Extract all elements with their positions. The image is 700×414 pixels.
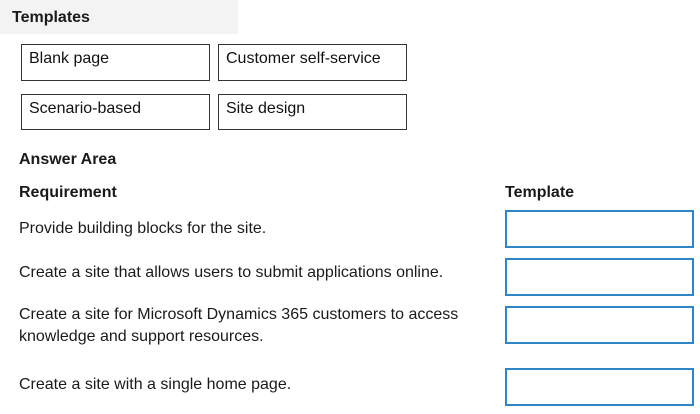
template-scenario-based[interactable]: Scenario-based: [21, 94, 210, 130]
requirement-row-4: Create a site with a single home page.: [19, 376, 292, 393]
requirement-row-2: Create a site that allows users to submi…: [19, 264, 444, 281]
template-site-design[interactable]: Site design: [218, 94, 407, 130]
template-blank-page[interactable]: Blank page: [21, 44, 210, 81]
template-drop-target-2[interactable]: [505, 258, 694, 296]
template-label: Customer self-service: [226, 50, 381, 67]
template-drop-target-4[interactable]: [505, 368, 694, 406]
template-label: Site design: [226, 100, 306, 117]
template-column-header: Template: [505, 184, 575, 201]
requirement-row-1: Provide building blocks for the site.: [19, 220, 267, 237]
requirement-row-3: Create a site for Microsoft Dynamics 365…: [19, 306, 459, 345]
template-customer-self-service[interactable]: Customer self-service: [218, 44, 407, 81]
requirement-column-header: Requirement: [19, 184, 117, 201]
answer-area-heading: Answer Area: [19, 151, 117, 168]
template-label: Blank page: [29, 50, 110, 67]
templates-heading: Templates: [12, 9, 90, 26]
template-drop-target-3[interactable]: [505, 306, 694, 344]
template-drop-target-1[interactable]: [505, 210, 694, 248]
template-label: Scenario-based: [29, 100, 142, 117]
templates-header-strip: [0, 0, 238, 34]
